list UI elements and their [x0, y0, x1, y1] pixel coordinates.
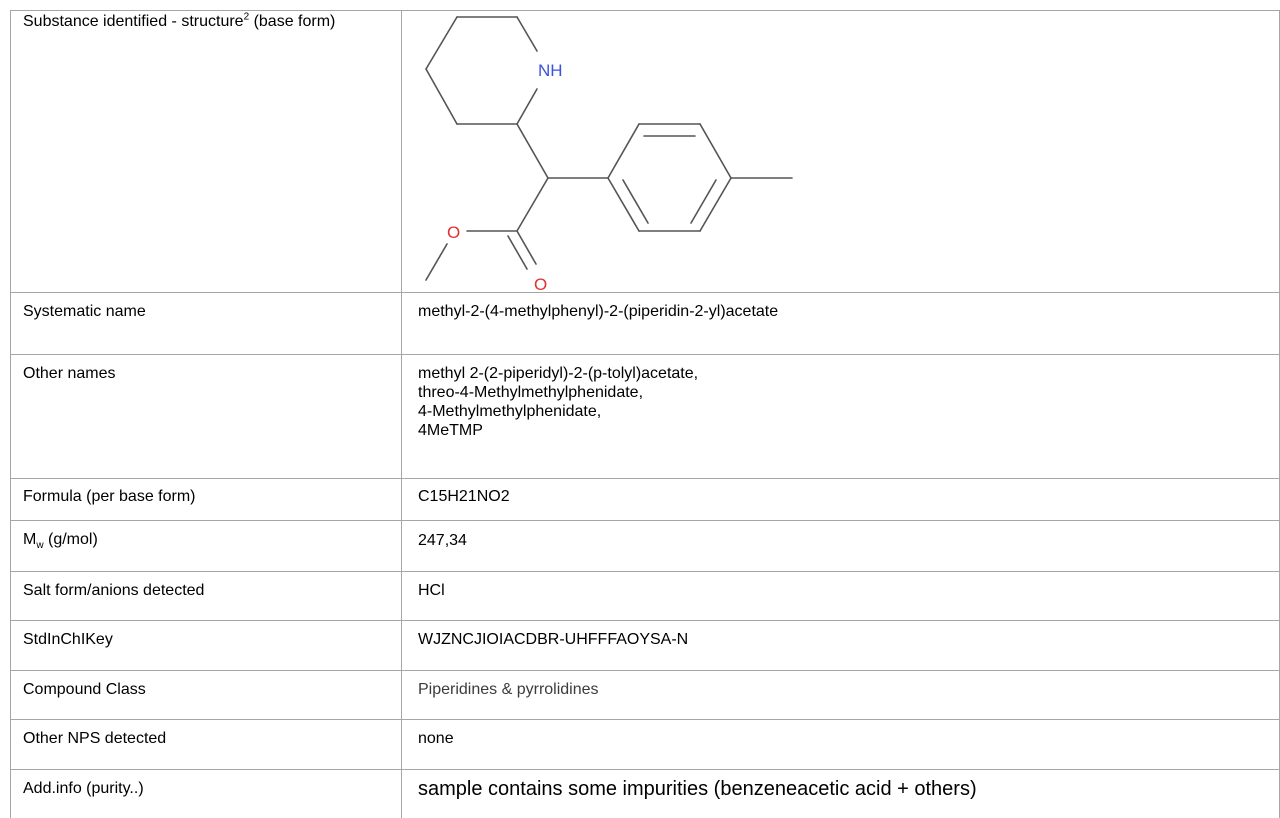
row-divider — [10, 354, 1280, 355]
bond — [607, 123, 640, 179]
chemical-structure: NH O O — [410, 10, 830, 292]
label-systematic-name: Systematic name — [23, 303, 146, 320]
value-formula: C15H21NO2 — [418, 488, 510, 505]
other-name-line: 4-Methylmethylphenidate, — [418, 403, 602, 420]
row-divider — [10, 670, 1280, 671]
bond — [516, 16, 538, 52]
bond — [516, 177, 549, 232]
other-name-line: threo-4-Methylmethylphenidate, — [418, 384, 644, 401]
label-tail: (base form) — [249, 13, 336, 30]
bond — [690, 179, 717, 224]
label-compound-class: Compound Class — [23, 681, 146, 698]
bond — [516, 88, 538, 125]
label-stdinchikey: StdInChIKey — [23, 631, 113, 648]
atom-o-ester-label: O — [447, 223, 460, 242]
other-name-line: methyl 2-(2-piperidyl)-2-(p-tolyl)acetat… — [418, 365, 699, 382]
bond — [699, 123, 732, 179]
label-other-nps: Other NPS detected — [23, 730, 167, 747]
bond — [607, 177, 640, 232]
bond — [425, 243, 448, 281]
label-molecular-weight: Mw (g/mol) — [23, 530, 98, 552]
subscript: w — [36, 540, 44, 552]
bond — [516, 123, 549, 179]
footnote-marker: 2 — [243, 11, 250, 23]
row-divider — [10, 620, 1280, 621]
value-compound-class: Piperidines & pyrrolidines — [418, 681, 599, 698]
bond — [425, 16, 458, 70]
label-text: Substance identified - structure — [23, 13, 244, 30]
row-divider — [10, 719, 1280, 720]
column-divider — [401, 10, 402, 818]
column-divider — [10, 10, 11, 818]
label-additional-info: Add.info (purity..) — [23, 780, 144, 797]
row-divider — [10, 478, 1280, 479]
bond — [507, 235, 528, 270]
bond — [699, 177, 732, 232]
value-stdinchikey: WJZNCJIOIACDBR-UHFFFAOYSA-N — [418, 631, 689, 648]
row-divider — [10, 10, 1280, 11]
label-formula: Formula (per base form) — [23, 488, 196, 505]
atom-nh-label: NH — [538, 61, 563, 80]
value-other-nps: none — [418, 730, 454, 747]
label-tail: (g/mol) — [43, 531, 98, 548]
value-molecular-weight: 247,34 — [418, 532, 467, 549]
row-divider — [10, 571, 1280, 572]
bond — [622, 179, 649, 224]
bond — [425, 68, 458, 125]
value-other-names: methyl 2-(2-piperidyl)-2-(p-tolyl)acetat… — [418, 364, 698, 440]
value-systematic-name: methyl-2-(4-methylphenyl)-2-(piperidin-2… — [418, 303, 779, 320]
row-divider — [10, 292, 1280, 293]
other-name-line: 4MeTMP — [418, 422, 483, 439]
atom-o-carbonyl-label: O — [534, 275, 547, 292]
row-divider — [10, 520, 1280, 521]
label-substance-structure: Substance identified - structure2 (base … — [23, 12, 383, 31]
label-text: M — [23, 531, 37, 548]
bond — [516, 230, 537, 265]
label-salt-form: Salt form/anions detected — [23, 582, 205, 599]
label-other-names: Other names — [23, 365, 116, 382]
value-salt-form: HCl — [418, 582, 445, 599]
structure-diagram: NH O O — [425, 16, 793, 292]
value-additional-info: sample contains some impurities (benzene… — [418, 778, 977, 800]
row-divider — [10, 769, 1280, 770]
